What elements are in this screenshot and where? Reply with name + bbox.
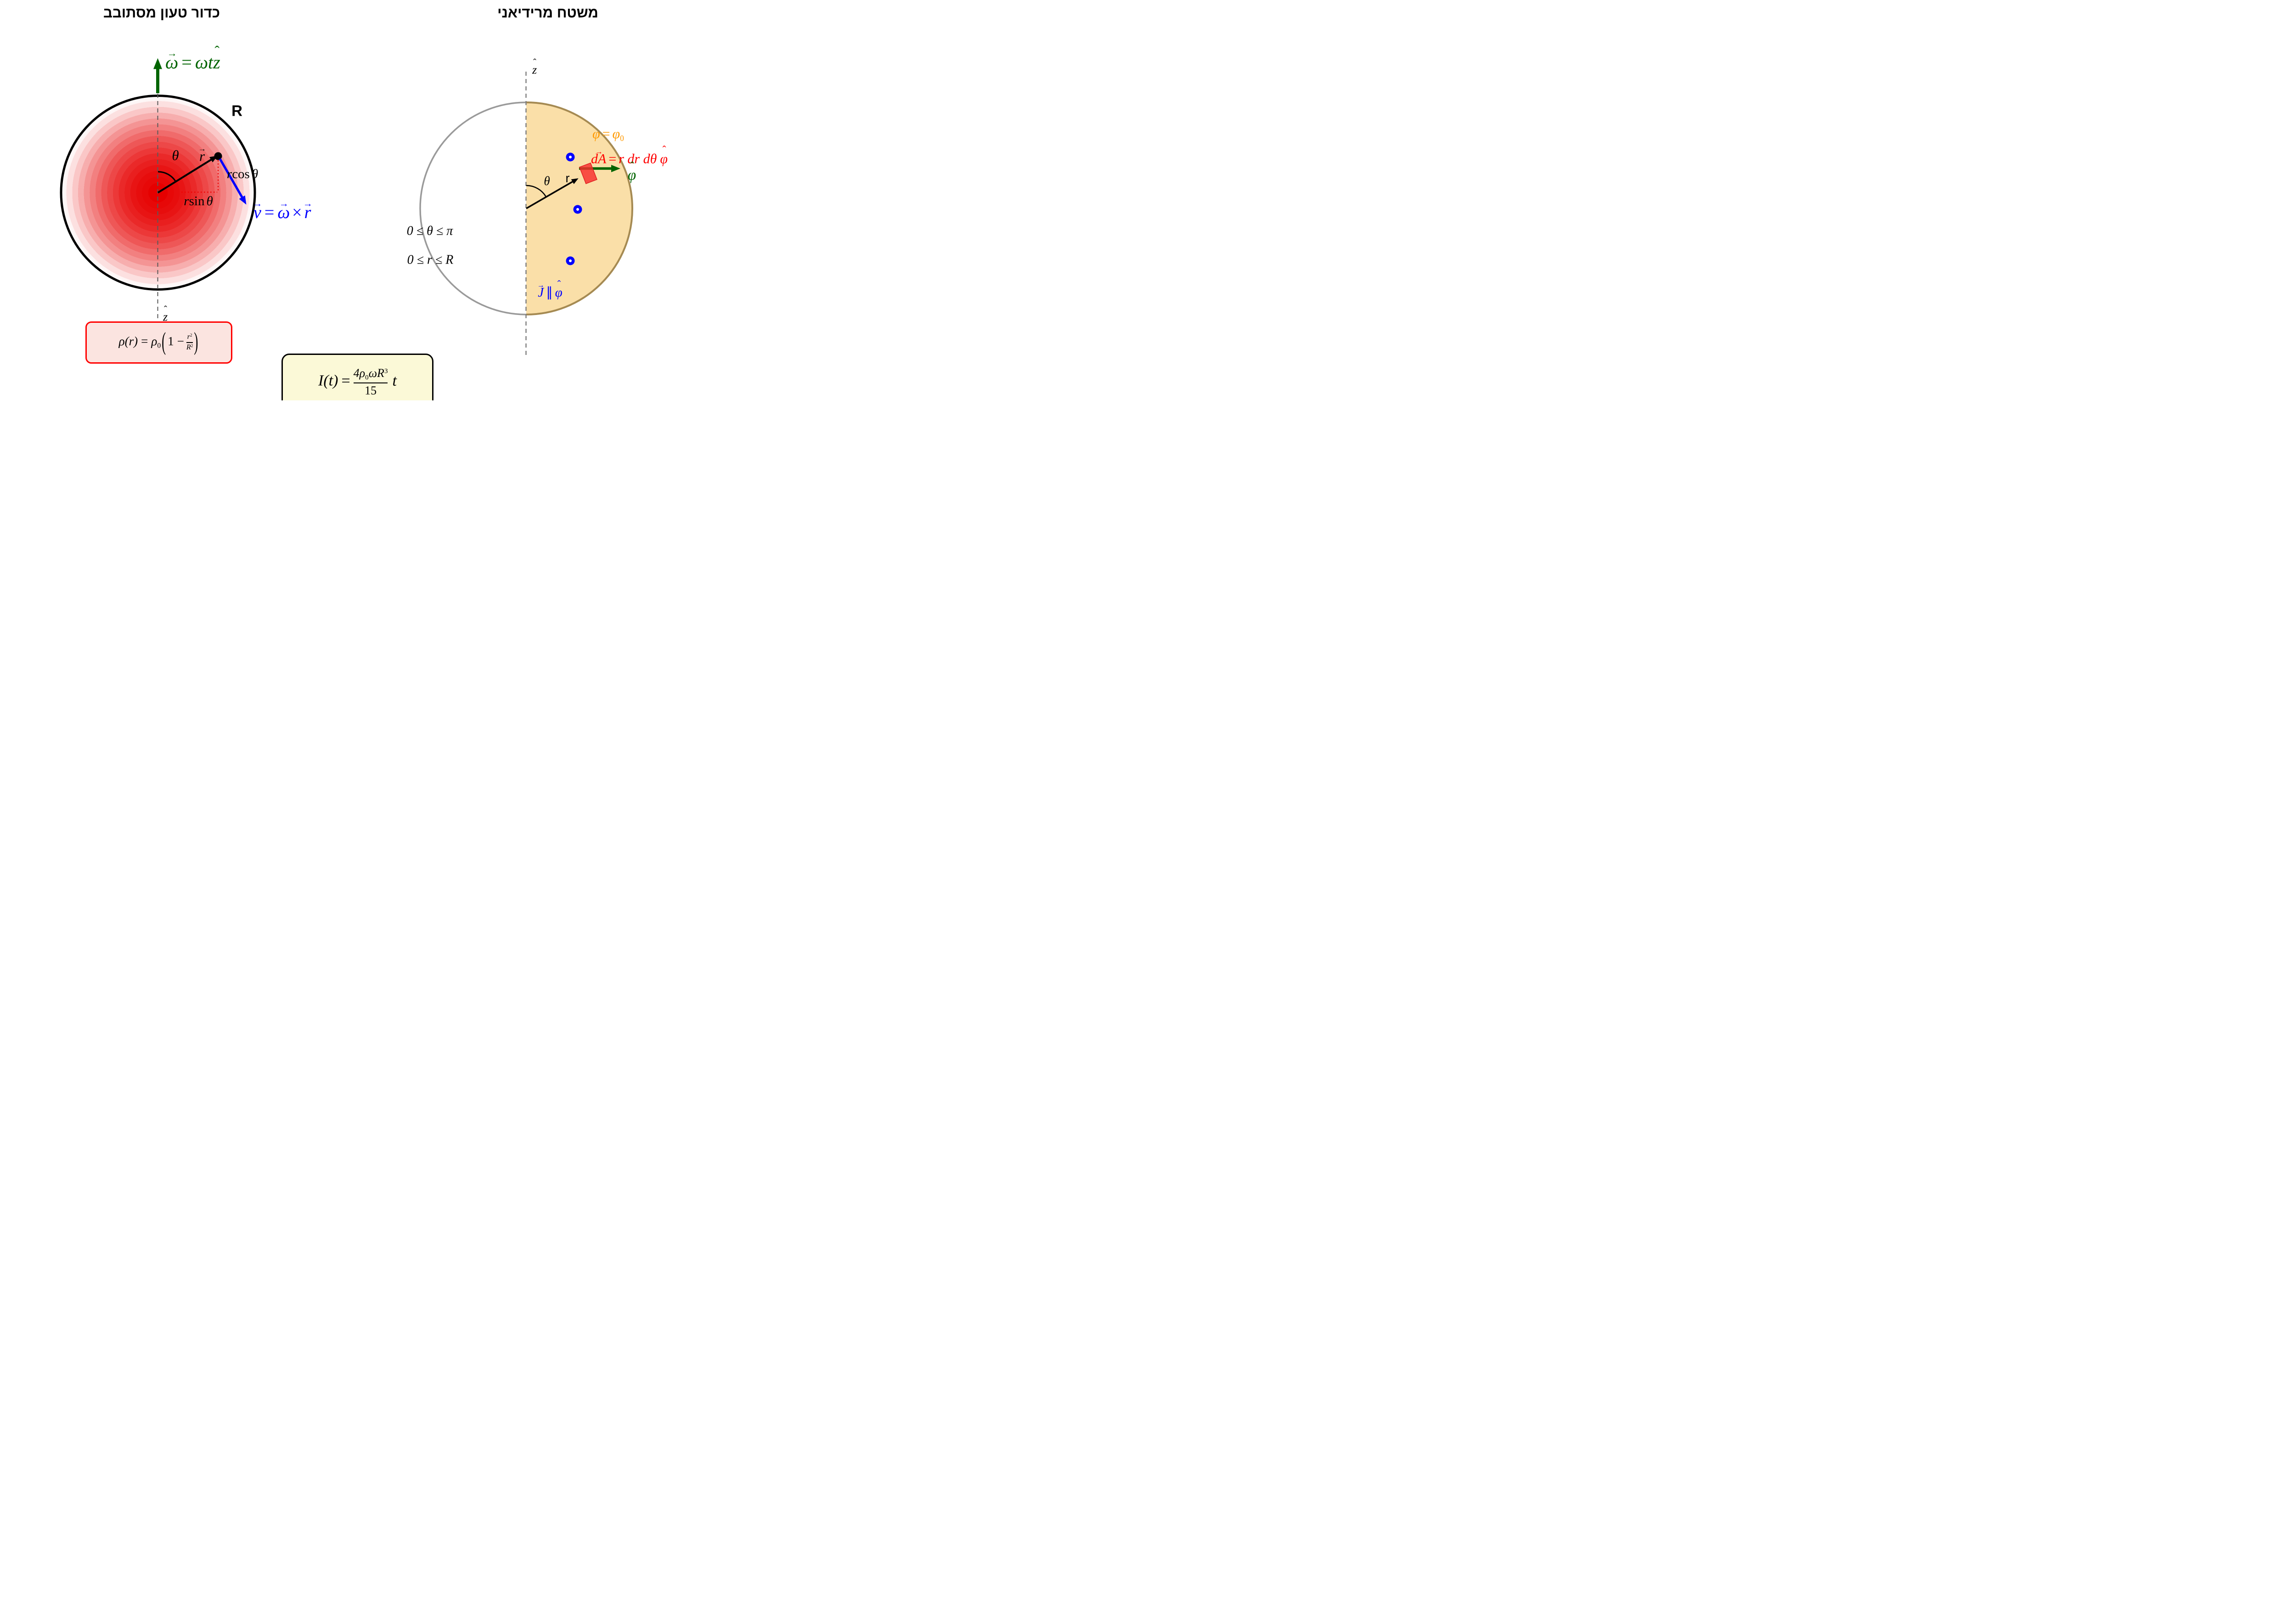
right-r-vector-arrow <box>526 178 579 209</box>
current-out-of-page-dots <box>566 152 582 265</box>
charge-point <box>214 152 222 160</box>
vector-arrow-icon: → <box>595 147 603 156</box>
phi-plane-equation: φ=φ0 <box>592 126 624 143</box>
vector-arrow-icon: → <box>253 198 263 209</box>
hat-icon: ˆ <box>214 43 220 60</box>
hat-icon: ˆ <box>533 57 536 68</box>
right-theta-angle-arc <box>526 185 547 197</box>
r-range-label: 0 ≤ r ≤ R <box>407 253 454 267</box>
sphere-radius-label: R <box>231 102 242 119</box>
left-title: כדור טעון מסתובב <box>103 5 220 21</box>
vector-arrow-icon: → <box>537 281 545 289</box>
vector-arrow-icon: → <box>198 144 206 153</box>
velocity-arrow <box>219 158 247 205</box>
right-title: משטח מרידיאני <box>497 5 598 21</box>
meridian-half-disk-border <box>526 101 633 315</box>
hat-icon: ˆ <box>630 159 635 173</box>
theta-range-label: 0 ≤ θ ≤ π <box>406 224 453 238</box>
hat-icon: ˆ <box>164 304 167 315</box>
diagram-canvas <box>60 58 633 356</box>
position-vector-arrow <box>157 156 218 194</box>
velocity-equation: →v=→ω×→r <box>253 198 313 223</box>
right-theta-label: θ <box>544 174 550 188</box>
left-theta-label: θ <box>172 147 179 163</box>
area-element-patch <box>579 163 597 184</box>
vector-arrow-icon: → <box>167 47 177 59</box>
left-theta-angle-arc <box>158 171 176 182</box>
left-r-vector-label: →r <box>198 144 206 164</box>
right-r-label: r <box>565 171 570 185</box>
